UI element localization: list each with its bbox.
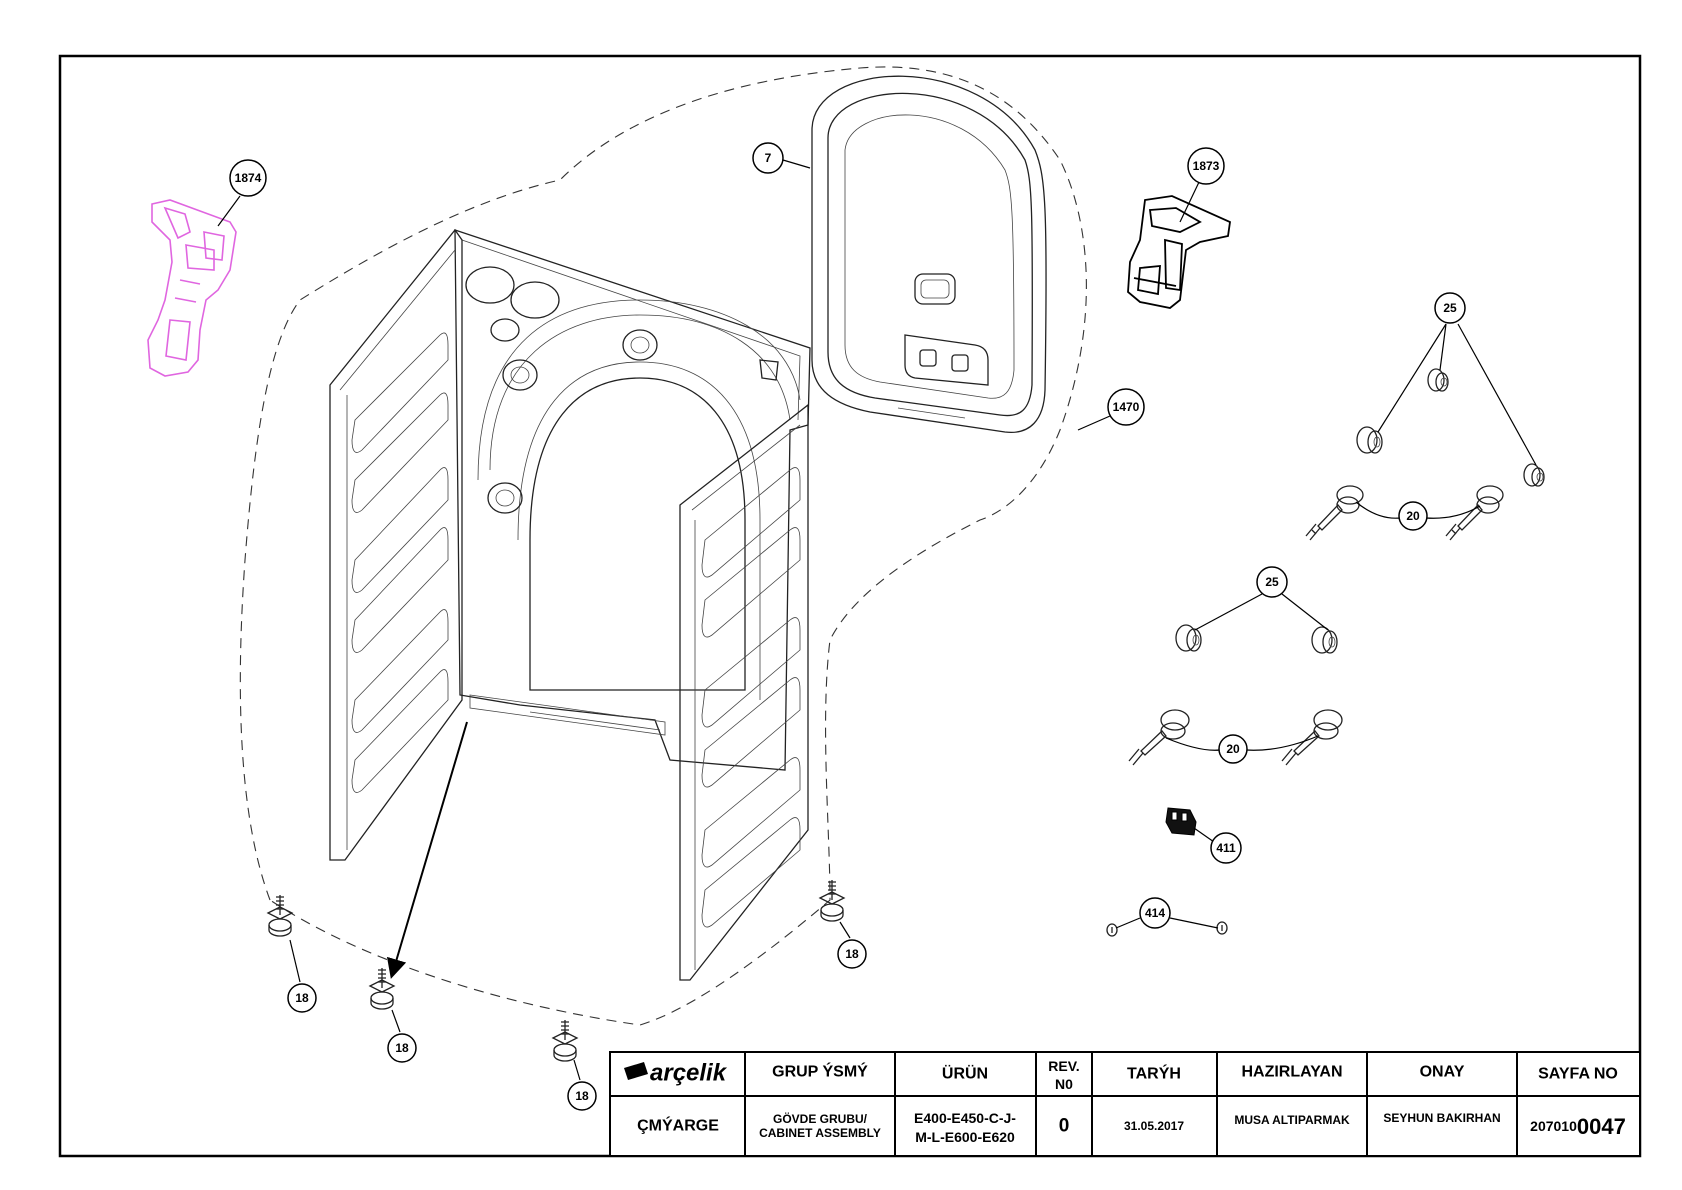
part-18-foot-c <box>551 1020 579 1062</box>
value-rev-no: 0 <box>1059 1116 1070 1137</box>
callout-25-upper: 25 <box>1434 292 1466 324</box>
callout-1470: 1470 <box>1107 388 1145 426</box>
svg-text:20: 20 <box>1226 742 1240 756</box>
part-20-mount-group-lower <box>1128 709 1343 766</box>
value-prepared-by: MUSA ALTIPARMAK <box>1234 1113 1350 1127</box>
value-category: ÇMÝARGE <box>637 1116 719 1135</box>
svg-text:414: 414 <box>1145 906 1165 920</box>
brand-mark-icon <box>624 1062 648 1080</box>
svg-text:411: 411 <box>1216 841 1236 855</box>
callout-18-a: 18 <box>287 983 317 1013</box>
part-1470-rear-cover <box>811 75 1047 433</box>
mount-20-b <box>1445 485 1504 541</box>
svg-text:18: 18 <box>295 991 309 1005</box>
header-group-name: GRUP ÝSMÝ <box>772 1062 868 1081</box>
callout-414: 414 <box>1139 897 1171 929</box>
callout-1873: 1873 <box>1187 147 1225 185</box>
header-rev-line1: REV. <box>1048 1058 1079 1074</box>
svg-text:1874: 1874 <box>235 171 262 185</box>
part-18-foot-b <box>368 968 396 1010</box>
svg-text:arçelik: arçelik <box>650 1060 728 1087</box>
svg-text:1873: 1873 <box>1193 159 1220 173</box>
foot-25-c <box>1523 463 1545 487</box>
svg-text:25: 25 <box>1443 301 1457 315</box>
part-1874-bracket <box>147 199 237 377</box>
callout-20-upper: 20 <box>1398 501 1428 531</box>
svg-text:1470: 1470 <box>1113 400 1140 414</box>
svg-text:25: 25 <box>1265 575 1279 589</box>
header-product: ÜRÜN <box>942 1064 988 1083</box>
callout-411: 411 <box>1210 832 1242 864</box>
part-25-foot-group-lower <box>1175 624 1338 654</box>
screw-414-b <box>1216 921 1228 935</box>
svg-text:18: 18 <box>575 1089 589 1103</box>
value-group-name-line1: GÖVDE GRUBU/ <box>773 1111 868 1126</box>
header-rev-line2: N0 <box>1055 1076 1073 1092</box>
part-1873-bracket <box>1127 195 1231 309</box>
callout-18-c: 18 <box>567 1081 597 1111</box>
screw-414-a <box>1106 923 1118 937</box>
svg-text:20: 20 <box>1406 509 1420 523</box>
header-date: TARÝH <box>1127 1064 1181 1083</box>
foot-25-e <box>1311 626 1338 654</box>
brand-logo: arçelik <box>624 1060 728 1087</box>
value-date: 31.05.2017 <box>1124 1119 1184 1133</box>
header-approval: ONAY <box>1420 1064 1465 1081</box>
callout-18-d: 18 <box>837 939 867 969</box>
callout-25-lower: 25 <box>1256 566 1288 598</box>
svg-text:18: 18 <box>845 947 859 961</box>
callout-1874: 1874 <box>229 159 267 197</box>
part-411-clip <box>1165 807 1197 836</box>
part-20-mount-group-upper <box>1305 485 1504 541</box>
mount-20-c <box>1128 709 1190 766</box>
leader-lines <box>217 159 1537 1081</box>
value-group-name-line2: CABINET ASSEMBLY <box>759 1126 881 1140</box>
callout-7: 7 <box>752 142 784 174</box>
header-prepared-by: HAZIRLAYAN <box>1241 1064 1342 1081</box>
assembly-boundary-dashed <box>239 66 1087 1026</box>
svg-text:18: 18 <box>395 1041 409 1055</box>
part-cabinet-body <box>329 228 811 981</box>
mount-20-d <box>1281 709 1343 766</box>
value-approval: SEYHUN BAKIRHAN <box>1383 1111 1500 1125</box>
value-product-line1: E400-E450-C-J- <box>914 1110 1016 1126</box>
svg-text:7: 7 <box>765 151 772 165</box>
callout-18-b: 18 <box>387 1033 417 1063</box>
foot-25-b <box>1427 368 1449 392</box>
foot-25-d <box>1175 624 1202 652</box>
part-25-foot-group-upper <box>1356 368 1545 487</box>
title-block: arçelik GRUP ÝSMÝ ÜRÜN REV. N0 TARÝH HAZ… <box>609 1051 1641 1157</box>
value-page-no: 2070100047 <box>1530 1114 1626 1139</box>
foot-25-a <box>1356 426 1383 454</box>
value-product-line2: M-L-E600-E620 <box>915 1129 1015 1145</box>
callout-20-lower: 20 <box>1218 734 1248 764</box>
header-page-no: SAYFA NO <box>1538 1066 1618 1083</box>
assembly-arrow <box>386 721 468 979</box>
mount-20-a <box>1305 485 1364 541</box>
part-18-foot-d <box>818 880 846 922</box>
part-18-foot-a <box>266 895 294 937</box>
